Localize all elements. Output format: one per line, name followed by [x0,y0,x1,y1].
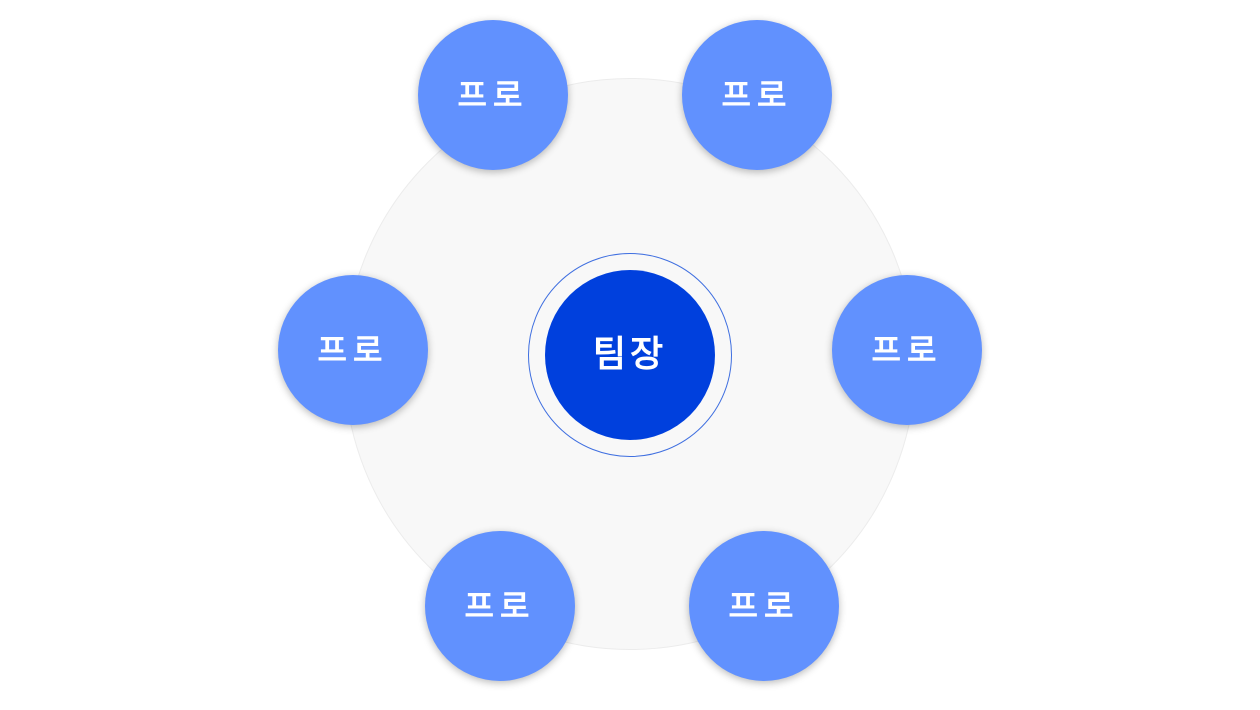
member-label: 프로 [728,587,800,625]
member-label: 프로 [871,331,943,369]
leader-label: 팀장 [592,334,668,375]
leader-node: 팀장 [545,270,715,440]
member-node-left: 프로 [278,275,428,425]
leader-outline-ring [528,253,732,457]
member-node-bottom-right: 프로 [689,531,839,681]
member-node-bottom-left: 프로 [425,531,575,681]
member-label: 프로 [317,331,389,369]
member-node-right: 프로 [832,275,982,425]
member-node-top-left: 프로 [418,20,568,170]
member-label: 프로 [457,76,529,114]
member-label: 프로 [464,587,536,625]
member-node-top-right: 프로 [682,20,832,170]
member-label: 프로 [721,76,793,114]
